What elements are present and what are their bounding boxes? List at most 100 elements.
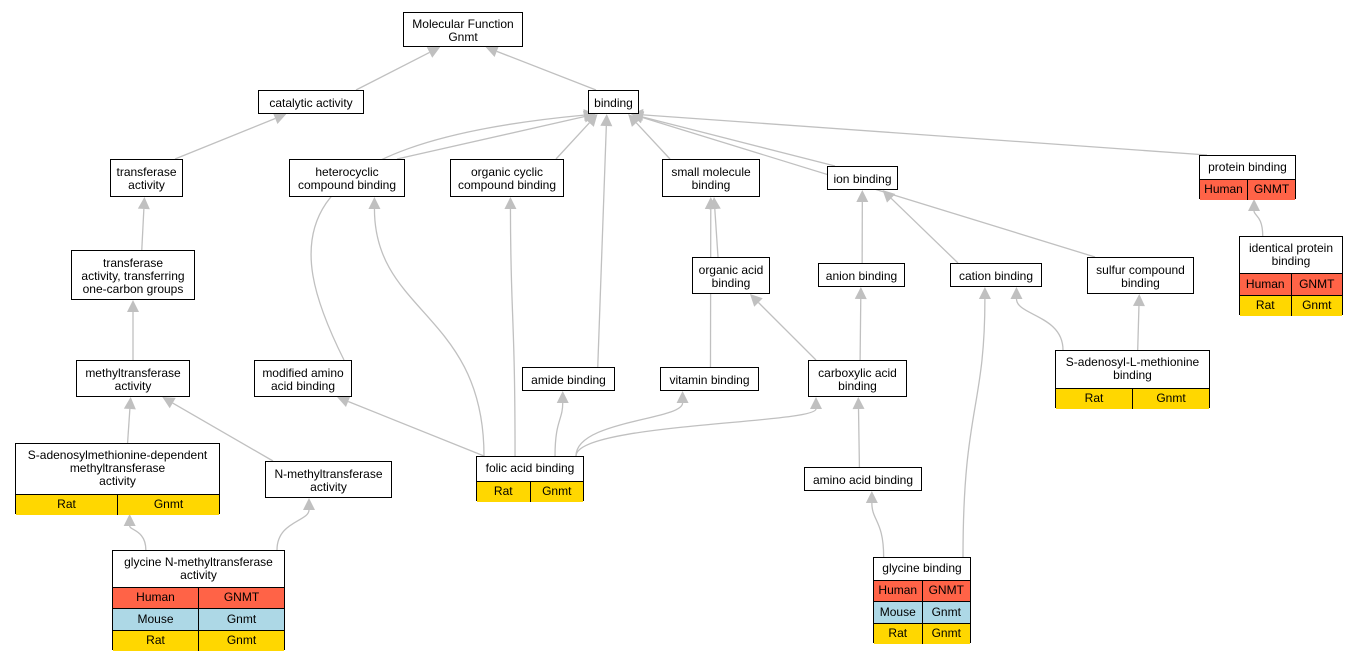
edge-arrowhead [504,197,517,209]
node-label: organic cyclic compound binding [457,165,557,192]
gene-cell: Gnmt [529,481,584,502]
edge-ion-to-binding [642,116,836,167]
node-organic-acid[interactable]: organic acid binding [692,257,770,294]
species-cell: Rat [1084,391,1104,406]
species-cell: Rat [888,626,908,641]
node-amino-acid[interactable]: amino acid binding [804,467,922,491]
gene-cell: GNMT [1290,274,1343,295]
gene-cell: Gnmt [921,623,971,644]
gene-cell: Gnmt [198,630,284,651]
node-label: amide binding [531,372,606,387]
node-small-molecule[interactable]: small molecule binding [662,159,760,197]
node-label: protein binding [1208,159,1287,174]
edge-folic-to-organic_cyclic [509,208,516,457]
node-label: amino acid binding [812,472,914,487]
node-sulfur[interactable]: sulfur compound binding [1087,257,1194,294]
edge-arrowhead [272,112,287,125]
node-label: transferase activity, transferring one-c… [81,255,185,296]
node-cation[interactable]: cation binding [950,263,1042,287]
edge-small_molecule-to-binding [635,122,671,160]
edge-arrowhead [584,114,598,127]
node-transferase[interactable]: transferase activity [110,159,183,197]
annotation-row: Human GNMT [1240,273,1342,295]
node-amide[interactable]: amide binding [522,367,615,391]
edge-glycine_nmt-to-sam_dependent [129,525,147,551]
annotation-row: Rat Gnmt [1056,387,1209,409]
species-cell: Rat [146,633,165,648]
edge-organic_acid-to-small_molecule [714,208,719,258]
edge-arrowhead [631,111,645,124]
annotation-row: Rat Gnmt [874,622,971,644]
edge-sam-to-cation [1015,298,1064,351]
node-label: cation binding [958,268,1034,283]
edge-arrowhead [127,300,139,312]
node-n-methyl[interactable]: N-methyltransferase activity [265,461,392,498]
species-cell: Human [136,590,175,605]
edge-carboxylic-to-organic_acid [758,302,817,361]
edge-arrowhead [1132,294,1145,307]
edge-arrowhead [368,197,381,209]
node-sam-dependent[interactable]: S-adenosylmethionine-dependent methyltra… [15,443,220,515]
edge-arrowhead [865,491,878,503]
edge-arrowhead [978,287,991,299]
edge-arrowhead [123,514,136,526]
edge-glycine-to-amino_acid [871,502,885,558]
edge-folic-to-carboxylic [575,408,817,457]
edge-arrowhead [162,397,176,409]
edge-amide-to-binding [597,125,607,368]
node-ion[interactable]: ion binding [827,166,898,190]
node-catalytic[interactable]: catalytic activity [258,90,364,114]
edge-folic-to-vitamin [575,402,684,457]
edge-arrowhead [137,197,150,210]
edge-folic-to-amide [554,402,564,457]
edge-arrowhead [337,395,351,408]
node-binding[interactable]: binding [588,90,639,114]
annotation-row: Rat Gnmt [113,629,284,651]
node-transferase-one-carbon[interactable]: transferase activity, transferring one-c… [71,250,195,300]
edge-arrowhead [749,294,763,307]
edge-modified_amino-to-binding [310,114,585,361]
node-label: vitamin binding [669,372,750,387]
node-organic-cyclic[interactable]: organic cyclic compound binding [450,159,564,197]
edge-binding-to-mf [496,50,597,91]
node-mf[interactable]: Molecular Function Gnmt [403,12,523,47]
gene-cell: Gnmt [1132,388,1209,409]
gene-cell: GNMT [1247,179,1295,200]
species-cell: Human [1245,276,1285,291]
edge-arrowhead [882,190,896,203]
node-label: S-adenosyl-L-methionine binding [1065,355,1200,383]
edge-arrowhead [628,114,641,127]
node-vitamin[interactable]: vitamin binding [660,367,759,391]
node-label: folic acid binding [485,461,575,476]
gene-cell: Gnmt [117,494,219,515]
node-label: identical protein binding [1248,241,1334,268]
node-label: glycine N-methyltransferase activity [124,554,273,582]
node-modified-amino[interactable]: modified amino acid binding [254,360,352,397]
species-cell: Rat [57,497,76,512]
edge-arrowhead [303,498,315,510]
edge-heterocyclic-to-binding [396,116,585,160]
edge-arrowhead [856,190,869,203]
node-heterocyclic[interactable]: heterocyclic compound binding [289,159,405,197]
edge-folic-to-modified_amino [347,400,485,457]
node-carboxylic[interactable]: carboxylic acid binding [808,360,907,397]
edge-carboxylic-to-anion [859,298,862,361]
node-label: N-methyltransferase activity [274,466,383,494]
edge-n_methyl-to-methyltransferase [172,402,274,462]
node-anion[interactable]: anion binding [818,263,905,287]
node-methyltransferase[interactable]: methyltransferase activity [76,360,190,397]
edge-arrowhead [123,397,136,410]
edge-arrowhead [485,45,499,57]
